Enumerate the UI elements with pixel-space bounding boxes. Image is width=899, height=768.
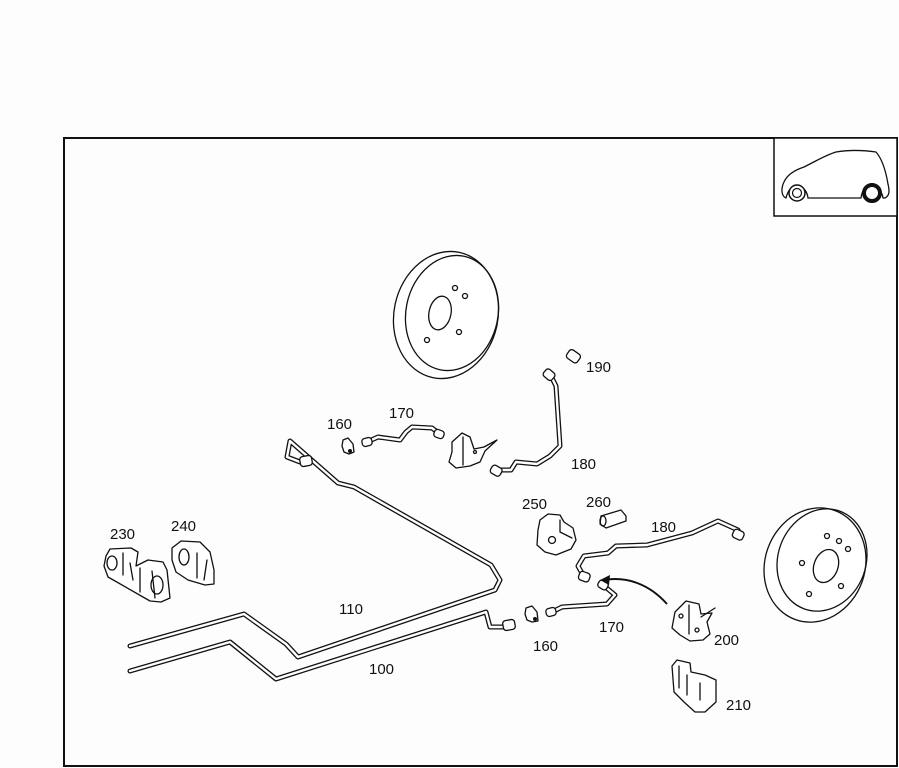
label-170-left: 170 <box>389 405 414 422</box>
part-170-brake-hose-left <box>361 424 445 448</box>
label-200: 200 <box>714 632 739 649</box>
vehicle-indicator <box>773 137 898 217</box>
part-170-brake-hose-right <box>545 579 618 618</box>
car-side-icon <box>781 149 890 203</box>
part-labels: 190 170 160 180 250 260 180 230 240 110 … <box>110 359 751 714</box>
part-250-rubber-mount <box>536 513 577 556</box>
label-210: 210 <box>726 697 751 714</box>
label-170-right: 170 <box>599 619 624 636</box>
highlighted-rear-wheel <box>862 183 882 203</box>
part-240-line-clip-single <box>171 540 215 586</box>
brake-line-110 <box>127 438 503 660</box>
brake-line-100 <box>127 609 516 682</box>
part-230-line-clip-double <box>103 547 171 603</box>
label-250: 250 <box>522 496 547 513</box>
part-210-bracket-cover <box>671 659 717 713</box>
line-fitting <box>502 618 516 632</box>
label-240: 240 <box>171 518 196 535</box>
label-160-right: 160 <box>533 638 558 655</box>
vehicle-indicator-box <box>773 137 898 217</box>
part-200-hose-bracket <box>671 600 716 642</box>
label-180-right: 180 <box>651 519 676 536</box>
line-fitting <box>299 454 313 468</box>
label-160-left: 160 <box>327 416 352 433</box>
label-260: 260 <box>586 494 611 511</box>
brake-drum-lower <box>763 507 868 623</box>
part-190-bleeder-cap <box>565 348 582 364</box>
part-180-brake-line-right <box>575 518 745 583</box>
label-180-left: 180 <box>571 456 596 473</box>
assembly-arrow <box>600 575 668 605</box>
part-260-sleeve <box>599 509 627 529</box>
label-110: 110 <box>339 601 363 618</box>
hose-bracket-upper <box>448 432 498 469</box>
part-160-clip-right <box>524 605 539 623</box>
part-180-brake-line-left <box>489 368 563 477</box>
label-190: 190 <box>586 359 611 376</box>
brake-drum-upper <box>392 250 500 380</box>
part-160-clip-left <box>341 437 355 455</box>
label-100: 100 <box>369 661 394 678</box>
label-230: 230 <box>110 526 135 543</box>
